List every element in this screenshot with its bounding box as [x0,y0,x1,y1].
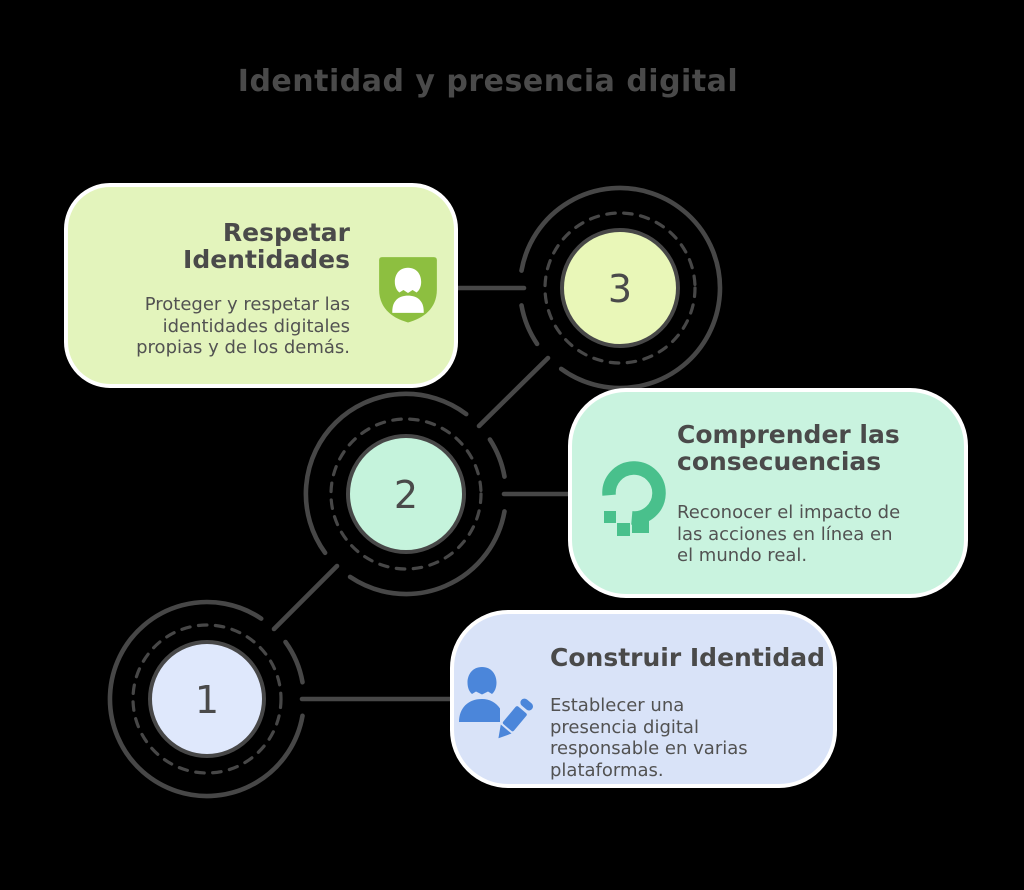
node-outer-arc [519,185,723,391]
impact-ring-icon [590,454,676,544]
card-description: Proteger y respetar las identidades digi… [136,294,350,359]
card-description: Establecer una presencia digital respons… [550,695,748,781]
node-dashed-ring [543,211,697,365]
node-circle [560,228,680,348]
node-dashed-ring [131,623,283,775]
user-edit-icon [457,660,541,748]
node-dashed-ring [329,417,483,571]
connector-line [271,563,340,632]
step-node-1: 1 [107,599,305,799]
node-number: 3 [608,267,632,311]
step-card-construir-identidad: Construir Identidad Establecer una prese… [450,610,837,788]
node-outer-arc [303,391,469,556]
node-outer-arc [283,639,305,685]
page-title: Identidad y presencia digital [237,64,739,99]
step-node-2: 2 [303,391,507,597]
connector-lines [271,285,575,702]
card-description: Reconocer el impacto de las acciones en … [677,502,901,567]
node-number: 2 [394,473,418,517]
connector-line [476,355,551,429]
node-circle [148,640,266,758]
shield-user-icon [370,251,446,331]
node-outer-arc [519,303,540,347]
card-title: Construir Identidad [550,643,826,672]
step-node-3: 3 [519,185,723,391]
step-card-respetar-identidades: Respetar Identidades Proteger y respetar… [64,183,458,388]
node-outer-arc [487,437,507,479]
card-title: Comprender las consecuencias [677,420,900,476]
card-title: Respetar Identidades [183,218,350,274]
step-card-comprender-consecuencias: Comprender las consecuencias Reconocer e… [568,388,968,598]
node-outer-arc [107,599,305,799]
node-outer-arc [347,509,507,597]
node-number: 1 [195,678,219,722]
node-circle [346,434,466,554]
